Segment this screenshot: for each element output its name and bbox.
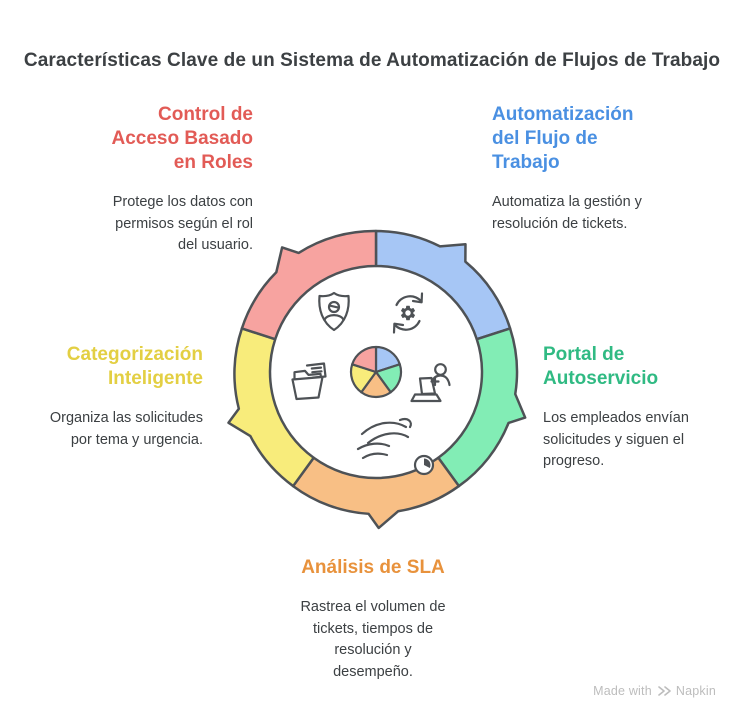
feature-self-service-portal-heading: Portal de Autoservicio bbox=[543, 344, 659, 389]
folder-doc-icon bbox=[288, 357, 334, 405]
feature-sla-analytics: Análisis de SLA Rastrea el volumen de ti… bbox=[243, 556, 503, 683]
feature-self-service-portal-body: Los empleados envían solicitudes y sigue… bbox=[543, 410, 689, 469]
shield-user-icon bbox=[310, 288, 358, 336]
feature-sla-analytics-body: Rastrea el volumen de tickets, tiempos d… bbox=[300, 599, 446, 680]
feature-smart-categorization: Categorización Inteligente Organiza las … bbox=[3, 343, 203, 451]
user-laptop-plus-icon bbox=[407, 361, 457, 405]
watermark-brand-label: Napkin bbox=[675, 684, 716, 698]
ring-segment-access-control bbox=[240, 229, 378, 341]
feature-workflow-automation-body: Automatiza la gestión y resolución de ti… bbox=[492, 194, 642, 232]
pie-slice-access-control bbox=[351, 345, 378, 374]
feature-workflow-automation: Automatización del Flujo de Trabajo Auto… bbox=[492, 103, 722, 235]
ring-segment-self-service-portal bbox=[437, 327, 527, 488]
feature-access-control-heading: Control de Acceso Basado en Roles bbox=[111, 104, 253, 173]
ring-segment-smart-categorization bbox=[227, 327, 315, 488]
wind-clock-icon bbox=[350, 416, 436, 478]
feature-workflow-automation-heading: Automatización del Flujo de Trabajo bbox=[492, 104, 634, 173]
page-title: Características Clave de un Sistema de A… bbox=[23, 50, 721, 71]
napkin-logo-icon bbox=[658, 686, 671, 696]
feature-self-service-portal: Portal de Autoservicio Los empleados env… bbox=[543, 343, 743, 473]
feature-access-control: Control de Acceso Basado en Roles Proteg… bbox=[13, 103, 253, 257]
ring-segment-workflow-automation bbox=[374, 229, 512, 341]
made-with-napkin-watermark[interactable]: Made with Napkin bbox=[593, 684, 716, 698]
feature-access-control-body: Protege los datos con permisos según el … bbox=[112, 194, 253, 253]
watermark-made-with-label: Made with bbox=[593, 684, 652, 698]
feature-smart-categorization-heading: Categorización Inteligente bbox=[66, 344, 203, 389]
ring-segment-sla-analytics bbox=[291, 456, 461, 530]
sync-gear-icon bbox=[385, 290, 431, 336]
cycle-diagram bbox=[227, 229, 527, 530]
feature-sla-analytics-heading: Análisis de SLA bbox=[301, 557, 445, 578]
feature-smart-categorization-body: Organiza las solicitudes por tema y urge… bbox=[49, 410, 203, 448]
